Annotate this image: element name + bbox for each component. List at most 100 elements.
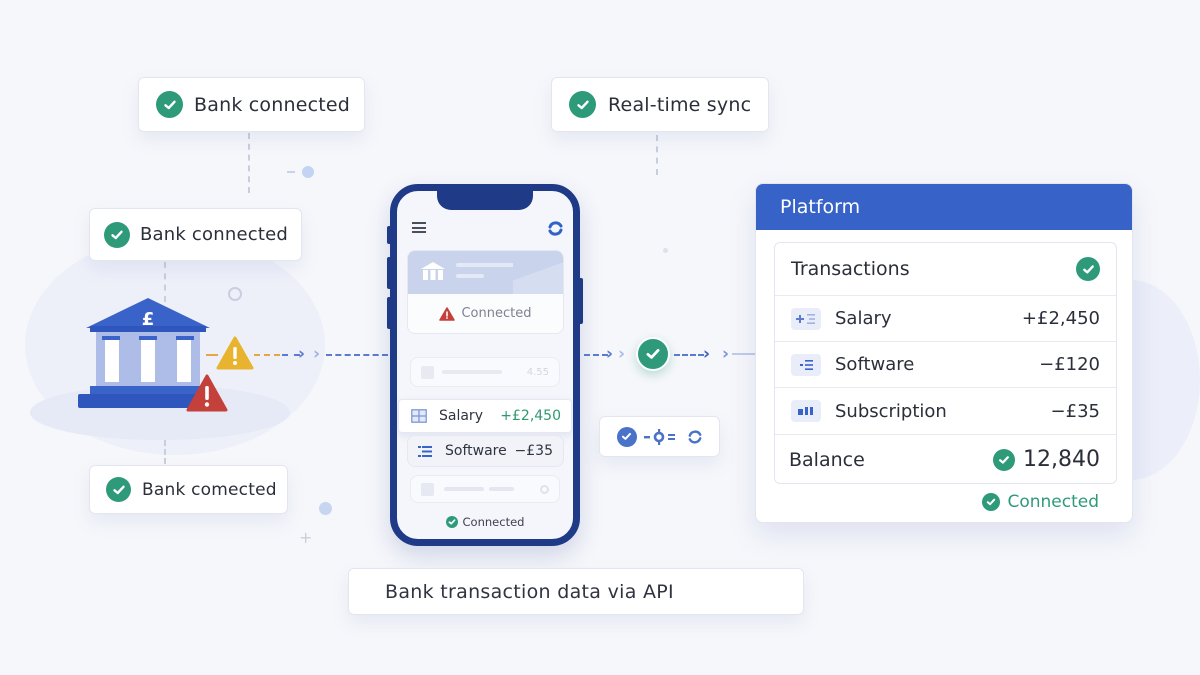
row-label: Subscription: [835, 400, 947, 422]
platform-status: Connected: [982, 492, 1099, 512]
bank-icon: £: [78, 296, 218, 412]
transaction-row-salary[interactable]: Salary +£2,450: [398, 399, 572, 433]
platform-panel: Platform Transactions Salary +£2,450 Sof…: [755, 183, 1133, 523]
status-pill-bank-connected: Bank connected: [89, 208, 302, 261]
flow-line: [282, 354, 300, 356]
check-circle-icon: [1076, 257, 1100, 281]
check-circle-icon: [104, 221, 130, 248]
decor-dot: [319, 502, 332, 515]
transaction-label: Salary: [439, 408, 483, 424]
subscription-icon: [791, 400, 821, 422]
transaction-label: Software: [445, 443, 507, 459]
platform-header: Platform: [756, 184, 1132, 230]
warning-red-icon: [186, 374, 228, 412]
transaction-amount: +£2,450: [500, 408, 561, 424]
connector-line: [164, 440, 166, 464]
transaction-row-software[interactable]: Software −£35: [407, 435, 564, 467]
account-status: Connected: [461, 306, 532, 321]
phone-side-button: [387, 297, 392, 329]
check-circle-icon: [993, 448, 1016, 471]
platform-status-label: Connected: [1007, 492, 1099, 512]
check-circle-icon: [982, 493, 1001, 511]
placeholder-line: [456, 274, 484, 278]
pill-label: Bank comected: [142, 479, 277, 500]
chevron-right-icon: ›: [313, 344, 321, 364]
flow-line: [254, 354, 280, 356]
transactions-table: Transactions Salary +£2,450 Software −£1…: [774, 242, 1117, 484]
software-icon: [791, 353, 821, 376]
connector-line: [248, 133, 250, 193]
platform-title: Platform: [780, 196, 861, 218]
phone-notch: [437, 191, 533, 210]
connector-line: [164, 262, 166, 302]
chevron-right-icon: ›: [618, 344, 626, 364]
check-icon: [616, 426, 637, 447]
row-label: Software: [835, 354, 915, 375]
transactions-title: Transactions: [791, 258, 910, 280]
placeholder-line: [456, 263, 520, 267]
transaction-amount: −£35: [514, 443, 553, 459]
list-icon: [418, 445, 432, 457]
connector-icon: [643, 428, 675, 445]
caption-box: Bank transaction data via API: [348, 568, 804, 615]
bank-small-icon: [421, 262, 445, 280]
chevron-right-icon: ›: [703, 344, 711, 364]
pill-label: Bank connected: [140, 224, 288, 245]
check-circle-icon: [156, 91, 183, 118]
footer-status-label: Connected: [462, 515, 525, 529]
chevron-right-icon: ›: [722, 344, 730, 364]
flow-line: [732, 353, 756, 355]
table-row-software[interactable]: Software −£120: [775, 342, 1116, 388]
flow-line: [584, 354, 608, 356]
phone-side-button: [387, 257, 392, 289]
balance-row: Balance 12,840: [775, 435, 1116, 484]
transactions-header: Transactions: [775, 243, 1116, 296]
balance-label: Balance: [789, 448, 865, 471]
balance-value: 12,840: [1023, 447, 1100, 472]
refresh-icon: [688, 429, 701, 444]
plus-icon: +: [299, 528, 313, 547]
row-label: Salary: [835, 308, 892, 329]
phone-mockup: Connected 4.55 Salary +£2,450 Software −…: [390, 184, 580, 546]
status-pill-bank-connected: Bank comected: [89, 465, 288, 514]
decor-ring: [228, 287, 242, 301]
row-amount: −£120: [1039, 354, 1100, 375]
status-pill-bank-connected: Bank connected: [138, 77, 365, 132]
bank-account-card[interactable]: Connected: [407, 250, 564, 334]
phone-side-button: [578, 278, 583, 324]
caption-text: Bank transaction data via API: [385, 580, 674, 603]
salary-icon: [791, 307, 821, 330]
pill-label: Real-time sync: [608, 93, 752, 116]
check-circle-icon: [445, 516, 458, 528]
pill-label: Bank connected: [194, 93, 351, 116]
placeholder-transaction: [410, 475, 560, 503]
warning-yellow-icon: [216, 336, 254, 370]
warning-red-icon: [439, 306, 456, 321]
hamburger-icon[interactable]: [412, 222, 426, 233]
table-row-salary[interactable]: Salary +£2,450: [775, 296, 1116, 342]
decor-dot: [663, 248, 668, 253]
status-pill-real-time-sync: Real-time sync: [551, 77, 769, 132]
flow-line: [206, 354, 218, 356]
chevron-right-icon: ›: [298, 344, 306, 364]
row-amount: −£35: [1050, 400, 1100, 422]
refresh-icon: [540, 484, 549, 494]
phone-side-button: [387, 226, 392, 244]
pound-sign: £: [142, 309, 155, 330]
sync-chip: [599, 416, 720, 457]
connector-line: [656, 135, 658, 175]
grid-icon: [411, 409, 427, 423]
connector-dash: [287, 171, 295, 173]
decor-dot: [302, 166, 314, 178]
flow-line: [326, 354, 388, 356]
table-row-subscription[interactable]: Subscription −£35: [775, 388, 1116, 435]
refresh-icon[interactable]: [547, 220, 564, 237]
check-circle-icon: [106, 477, 131, 502]
chevron-right-icon: ›: [606, 344, 614, 364]
phone-footer-status: Connected: [397, 515, 573, 529]
row-amount: +£2,450: [1021, 308, 1100, 329]
flow-line: [674, 354, 704, 356]
sync-success-icon: [636, 337, 670, 371]
placeholder-amount: 4.55: [526, 366, 549, 378]
check-circle-icon: [569, 91, 596, 118]
